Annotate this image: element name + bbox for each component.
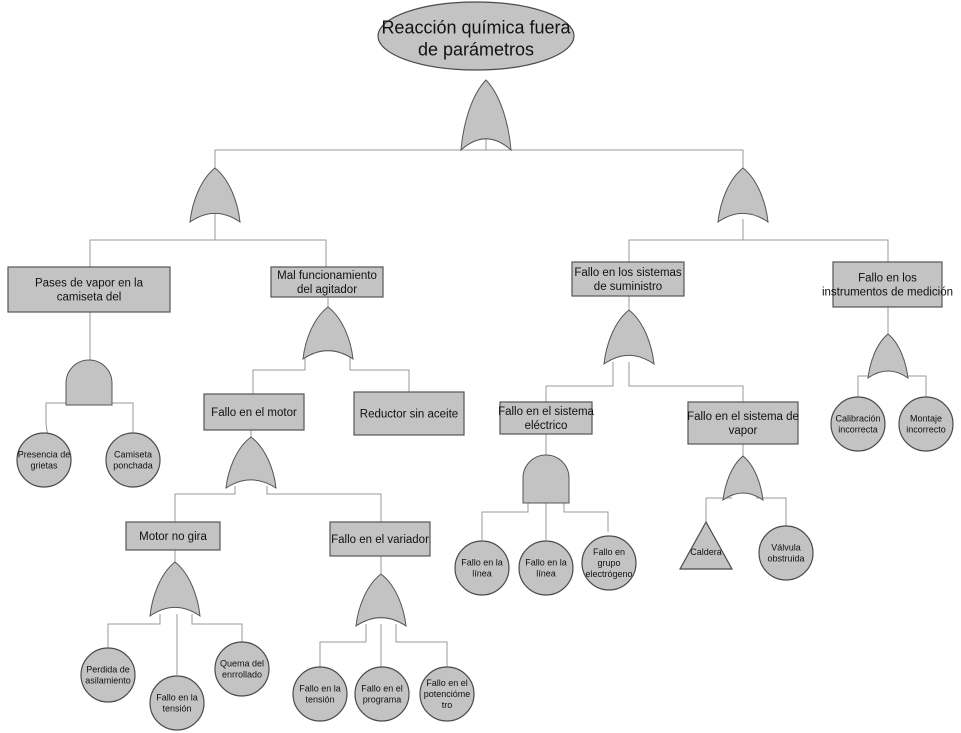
basic-program-fault-circle <box>354 666 410 722</box>
top-event-ellipse <box>377 1 575 71</box>
line-steam-r <box>756 497 787 528</box>
basic-voltage-fault-motor-circle <box>149 675 205 731</box>
line-left-a <box>89 206 216 267</box>
event-motor-not-turning-box <box>125 521 221 551</box>
line-and-right <box>100 402 134 437</box>
line-supply-r <box>628 362 744 402</box>
line-supply-l <box>545 362 614 402</box>
event-motor-box <box>203 393 305 431</box>
line-right-a <box>628 219 744 262</box>
or-gate-steam <box>722 455 764 502</box>
line-top-branches <box>214 149 744 206</box>
basic-insulation-loss-circle <box>80 647 136 703</box>
line-and-l <box>481 502 529 540</box>
event-motor-label: Fallo en el motor <box>211 407 297 419</box>
or-gate-right <box>717 167 769 224</box>
event-supply-systems-box <box>571 261 685 297</box>
event-reducer-box <box>353 391 465 436</box>
line-instr-r <box>906 375 927 398</box>
line-agitator-motor <box>252 356 306 394</box>
event-motor-not-turning-label: Motor no gira <box>139 531 207 543</box>
line-notgira-l <box>107 614 161 648</box>
basic-cracks-circle <box>16 432 72 488</box>
or-gate-motor <box>225 436 277 489</box>
basic-boiler-label: Caldera <box>690 547 722 557</box>
or-gate-top <box>460 79 512 152</box>
event-instruments-box <box>832 261 943 308</box>
line-steam-l <box>705 497 732 522</box>
line-left-b <box>215 239 327 267</box>
line-instr-l <box>857 375 870 398</box>
or-gate-left <box>189 167 241 224</box>
basic-potentiometer-fault-circle <box>419 666 475 722</box>
basic-bad-calibration-circle <box>830 396 886 452</box>
event-agitator-box <box>270 266 384 298</box>
basic-line-2-circle <box>518 540 574 596</box>
line-agitator-reducer <box>349 356 410 392</box>
basic-blocked-valve-circle <box>758 525 814 581</box>
basic-line-1-circle <box>454 540 510 596</box>
line-variador-r <box>395 624 448 668</box>
basic-burnt-winding-circle <box>214 641 270 697</box>
line-and-r <box>563 502 609 532</box>
and-gate-vapor <box>65 359 113 406</box>
or-gate-agitator <box>302 306 354 361</box>
line-motor-right <box>266 486 382 522</box>
or-gate-variator <box>355 573 407 628</box>
logic-gates <box>65 79 909 628</box>
event-variator-label: Fallo en el variador <box>331 534 429 546</box>
basic-voltage-fault-variator-circle <box>292 666 348 722</box>
event-variator-box <box>329 521 431 557</box>
event-reducer-label: Reductor sin aceite <box>360 409 458 421</box>
line-right-b <box>743 239 889 262</box>
and-gate-electric <box>522 454 570 504</box>
basic-punctured-jacket-circle <box>105 432 161 488</box>
event-vapor-passes-box <box>7 266 171 313</box>
line-motor-left <box>174 486 236 522</box>
basic-generator-fault-circle <box>581 535 637 591</box>
basic-bad-assembly-circle <box>898 396 954 452</box>
or-gate-motor-not-turning <box>149 561 201 618</box>
event-electric-system-box <box>499 401 593 435</box>
or-gate-supply <box>603 309 655 366</box>
or-gate-instruments <box>867 333 909 380</box>
basic-boiler-triangle <box>678 520 734 570</box>
event-steam-system-box <box>687 401 799 445</box>
line-and-left <box>45 402 70 438</box>
line-notgira-r <box>191 614 243 642</box>
line-variador-l <box>319 624 367 668</box>
